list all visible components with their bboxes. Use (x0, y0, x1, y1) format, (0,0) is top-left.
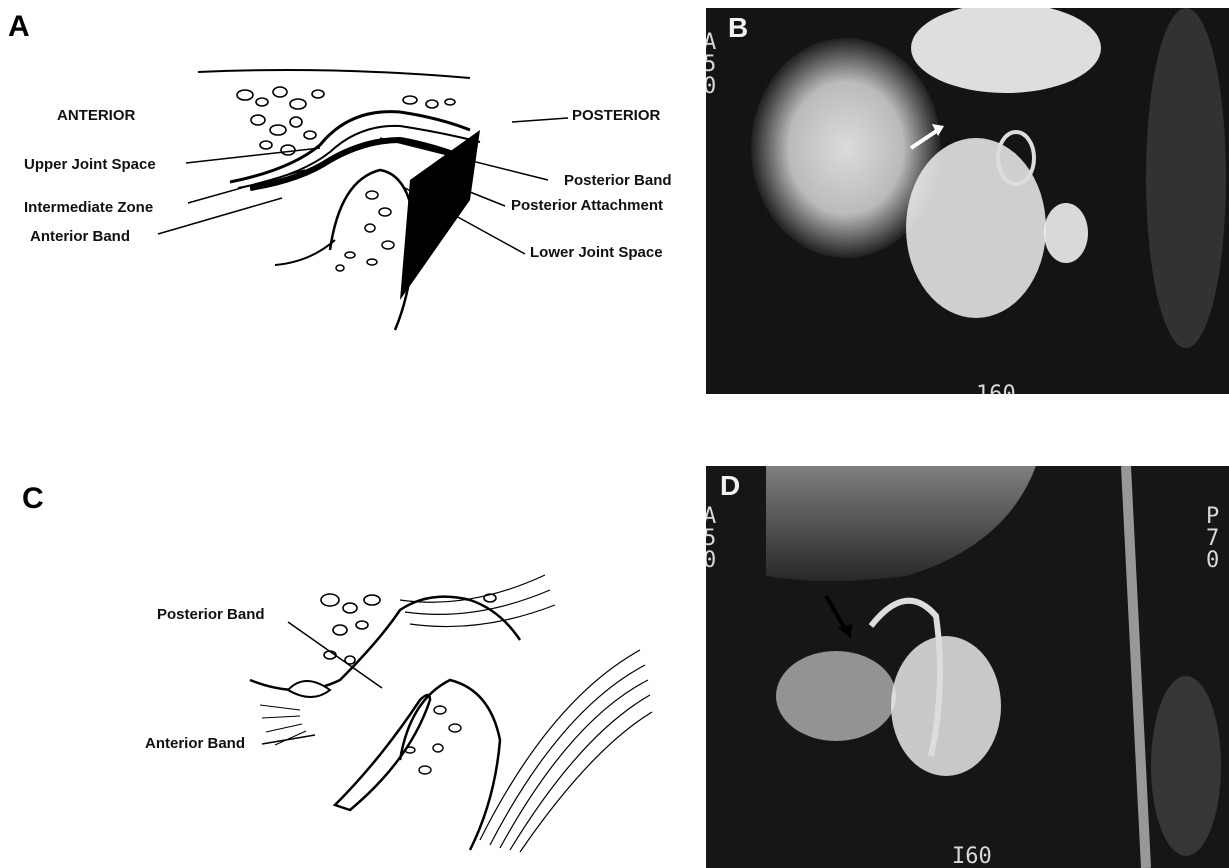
label-posterior-band-c: Posterior Band (157, 606, 265, 623)
marker-line: 7 (1206, 528, 1219, 550)
marker-line: 0 (1206, 550, 1219, 572)
marker-line: 0 (706, 76, 716, 98)
marker-line: 0 (706, 550, 716, 572)
marker-line: 5 (706, 54, 716, 76)
panel-b-mri-image: B A 5 0 160 (706, 8, 1229, 394)
label-anterior-band-c: Anterior Band (145, 735, 245, 752)
panel-b-left-marker: A 5 0 (706, 32, 716, 98)
panel-d-bottom-marker: I60 (952, 846, 992, 868)
panel-c-diagram (0, 0, 700, 868)
marker-line: P (1206, 506, 1219, 528)
panel-b-letter: B (728, 12, 748, 44)
panel-d-letter: D (720, 470, 740, 502)
panel-d-right-marker: P 7 0 (1206, 506, 1219, 572)
panel-b-bottom-marker: 160 (976, 384, 1016, 394)
panel-d-mri-image: D A 5 0 P 7 0 I60 (706, 466, 1229, 868)
marker-line: 5 (706, 528, 716, 550)
panel-d-left-marker: A 5 0 (706, 506, 716, 572)
marker-line: A (706, 32, 716, 54)
marker-line: A (706, 506, 716, 528)
